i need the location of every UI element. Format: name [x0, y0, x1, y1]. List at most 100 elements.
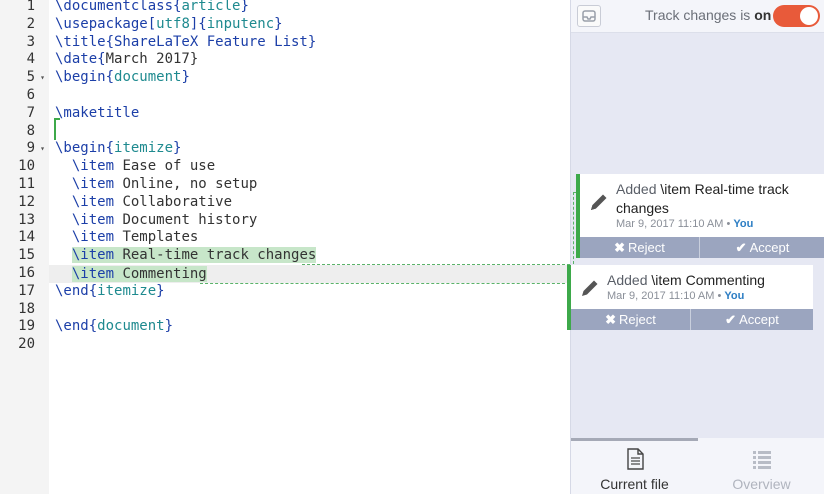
- code-token: \documentclass{: [55, 0, 182, 14]
- code-token: ]{: [189, 15, 207, 32]
- connector-line-1-vertical: [573, 192, 574, 264]
- code-line[interactable]: \documentclass{article}: [55, 0, 249, 16]
- entry-1-text: Added \item Real-time track changes: [616, 180, 821, 218]
- entry-2-accept-label: Accept: [739, 312, 779, 327]
- code-token: \end{: [55, 282, 98, 299]
- entry-2-accept-button[interactable]: ✔Accept: [691, 309, 813, 330]
- file-icon: [627, 448, 644, 470]
- code-line[interactable]: \item Templates: [55, 229, 198, 247]
- code-token: \title{ShareLaTeX Feature List}: [55, 33, 317, 50]
- code-line[interactable]: \maketitle: [55, 105, 139, 123]
- line-number: 19: [0, 318, 49, 336]
- line-number: 8: [0, 123, 49, 141]
- review-toolbar-button[interactable]: [577, 5, 601, 27]
- code-line[interactable]: \date{March 2017}: [55, 51, 198, 69]
- entry-1-accept-label: Accept: [749, 240, 790, 255]
- line-number-text: 10: [18, 158, 35, 175]
- code-token: \date{: [55, 51, 106, 68]
- line-number: 13: [0, 212, 49, 230]
- code-line[interactable]: \title{ShareLaTeX Feature List}: [55, 34, 316, 52]
- code-token: \usepackage[: [55, 15, 157, 32]
- track-changes-label-text: Track changes is: [645, 7, 751, 23]
- line-number: 10: [0, 158, 49, 176]
- track-changes-state: on: [754, 7, 772, 23]
- code-token: Commenting: [114, 265, 207, 282]
- code-token: \end{: [55, 318, 98, 335]
- tab-current-file-label: Current file: [600, 476, 669, 492]
- entry-1-accept-button[interactable]: ✔Accept: [700, 237, 824, 258]
- code-token: }: [240, 0, 249, 14]
- line-number-text: 18: [18, 300, 35, 317]
- code-line[interactable]: \begin{itemize}: [55, 140, 181, 158]
- line-number: 11: [0, 176, 49, 194]
- code-token: article: [181, 0, 241, 14]
- code-line[interactable]: \usepackage[utf8]{inputenc}: [55, 16, 283, 34]
- entry-2-content: \item Commenting: [651, 272, 765, 288]
- line-number-text: 11: [18, 176, 35, 192]
- tab-current-file[interactable]: Current file: [571, 444, 698, 494]
- entry-2-author: You: [724, 290, 745, 302]
- line-number-text: 1: [26, 0, 35, 14]
- entry-1-date: Mar 9, 2017 11:10 AM: [616, 218, 724, 230]
- code-line[interactable]: \item Online, no setup: [55, 176, 257, 194]
- line-number-text: 16: [18, 265, 35, 281]
- code-token: [55, 158, 72, 174]
- entry-1-author: You: [733, 218, 754, 230]
- code-token: Document history: [114, 211, 258, 228]
- line-number-text: 9: [26, 140, 35, 157]
- entry-2-meta: Mar 9, 2017 11:10 AM • You: [607, 289, 744, 303]
- line-number: 20: [0, 336, 49, 354]
- code-token: \maketitle: [55, 104, 140, 121]
- entry-1-reject-label: Reject: [628, 240, 665, 255]
- code-line[interactable]: \item Commenting: [55, 265, 207, 283]
- code-token: itemize: [114, 140, 174, 157]
- x-icon: ✖: [605, 312, 617, 327]
- tracked-change-entry-2: Added \item Commenting Mar 9, 2017 11:10…: [567, 265, 813, 330]
- code-token: inputenc: [206, 15, 275, 32]
- tab-overview[interactable]: Overview: [698, 444, 824, 494]
- code-token: }: [156, 282, 165, 299]
- fold-toggle-icon[interactable]: ▾: [40, 73, 45, 83]
- review-panel-header: Track changes is on: [571, 0, 824, 33]
- code-line[interactable]: \item Document history: [55, 212, 257, 230]
- code-token: Ease of use: [114, 158, 216, 175]
- code-line[interactable]: \end{itemize}: [55, 283, 165, 301]
- track-changes-toggle[interactable]: [773, 5, 820, 27]
- entry-2-action-divider: [690, 309, 691, 330]
- line-number: 5▾: [0, 69, 49, 87]
- toggle-knob: [800, 7, 818, 25]
- code-token: }: [181, 69, 190, 86]
- line-number: 7: [0, 105, 49, 123]
- code-token: }: [173, 140, 182, 157]
- list-icon: [753, 451, 771, 469]
- connector-line-2: [200, 283, 570, 284]
- code-line[interactable]: \item Collaborative: [55, 194, 232, 212]
- code-line[interactable]: \item Ease of use: [55, 158, 215, 176]
- line-number-text: 4: [26, 51, 35, 68]
- code-line[interactable]: \begin{document}: [55, 69, 190, 87]
- tracked-change-entry-1: Added \item Real-time track changes Mar …: [576, 174, 824, 258]
- entry-2-reject-button[interactable]: ✖Reject: [571, 309, 690, 330]
- line-number: 18: [0, 301, 49, 319]
- code-token: \item: [71, 211, 115, 228]
- entry-2-separator: •: [717, 290, 722, 302]
- entry-1-reject-button[interactable]: ✖Reject: [580, 237, 699, 258]
- line-number: 4: [0, 51, 49, 69]
- line-number-text: 5: [26, 69, 35, 86]
- connector-line-1: [302, 264, 570, 265]
- code-token: document: [97, 318, 165, 335]
- line-number-text: 15: [18, 247, 35, 264]
- pencil-icon: [591, 194, 607, 210]
- active-tab-indicator: [571, 438, 698, 441]
- line-number-text: 2: [26, 15, 35, 32]
- code-token: Collaborative: [114, 193, 233, 210]
- code-line[interactable]: \item Real-time track changes: [55, 247, 317, 265]
- line-number-text: 7: [26, 104, 35, 121]
- line-number-text: 19: [18, 318, 35, 335]
- code-token: [55, 212, 72, 228]
- code-line[interactable]: \end{document}: [55, 318, 173, 336]
- code-token: \item: [71, 158, 115, 175]
- fold-toggle-icon[interactable]: ▾: [40, 144, 45, 154]
